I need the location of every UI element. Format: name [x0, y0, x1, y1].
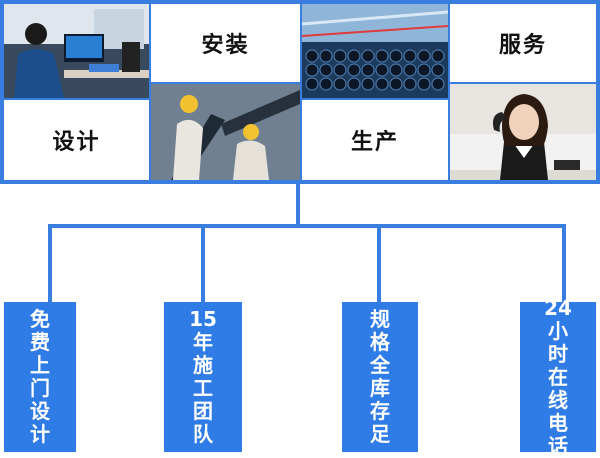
feature-char: 15	[189, 307, 217, 331]
feature-char: 小	[548, 318, 568, 343]
feature-char: 电	[548, 410, 568, 435]
feature-char: 年	[193, 330, 213, 354]
feature-char: 上	[30, 353, 50, 377]
feature-char: 存	[370, 399, 390, 423]
full-stock-box: 规 格 全 库 存 足	[342, 302, 418, 452]
feature-char: 在	[548, 364, 568, 389]
feature-char: 免	[30, 307, 50, 331]
construction-team-box: 15 年 施 工 团 队	[164, 302, 242, 452]
feature-char: 规	[370, 307, 390, 331]
free-onsite-design-box: 免 费 上 门 设 计	[4, 302, 76, 452]
feature-char: 线	[548, 387, 568, 412]
feature-char: 时	[548, 341, 568, 366]
online-hotline-box: 24 小 时 在 线 电 话	[520, 296, 596, 457]
feature-char: 计	[30, 422, 50, 446]
service-tile: 服务	[450, 4, 596, 82]
install-label: 安装	[201, 33, 250, 58]
design-office-photo	[4, 4, 149, 98]
feature-char: 门	[30, 376, 50, 400]
feature-char: 工	[193, 376, 213, 400]
feature-char: 施	[193, 353, 213, 377]
pipe-factory-photo	[302, 4, 448, 98]
feature-char: 费	[30, 330, 50, 354]
feature-char: 话	[548, 433, 568, 458]
production-tile: 生产	[302, 100, 448, 180]
design-label: 设计	[52, 130, 101, 155]
feature-char: 全	[370, 353, 390, 377]
design-tile: 设计	[4, 100, 149, 180]
service-label: 服务	[498, 33, 547, 58]
feature-char: 队	[193, 422, 213, 446]
pipe-installation-photo	[151, 84, 300, 180]
feature-char: 24	[544, 295, 572, 320]
feature-char: 库	[370, 376, 390, 400]
feature-char: 足	[370, 422, 390, 446]
install-tile: 安装	[151, 4, 300, 82]
feature-char: 设	[30, 399, 50, 423]
feature-char: 团	[193, 399, 213, 423]
service-grid: 安装 服务 设计	[0, 0, 600, 184]
production-label: 生产	[350, 130, 399, 155]
feature-char: 格	[370, 330, 390, 354]
phone-service-photo	[450, 84, 596, 180]
